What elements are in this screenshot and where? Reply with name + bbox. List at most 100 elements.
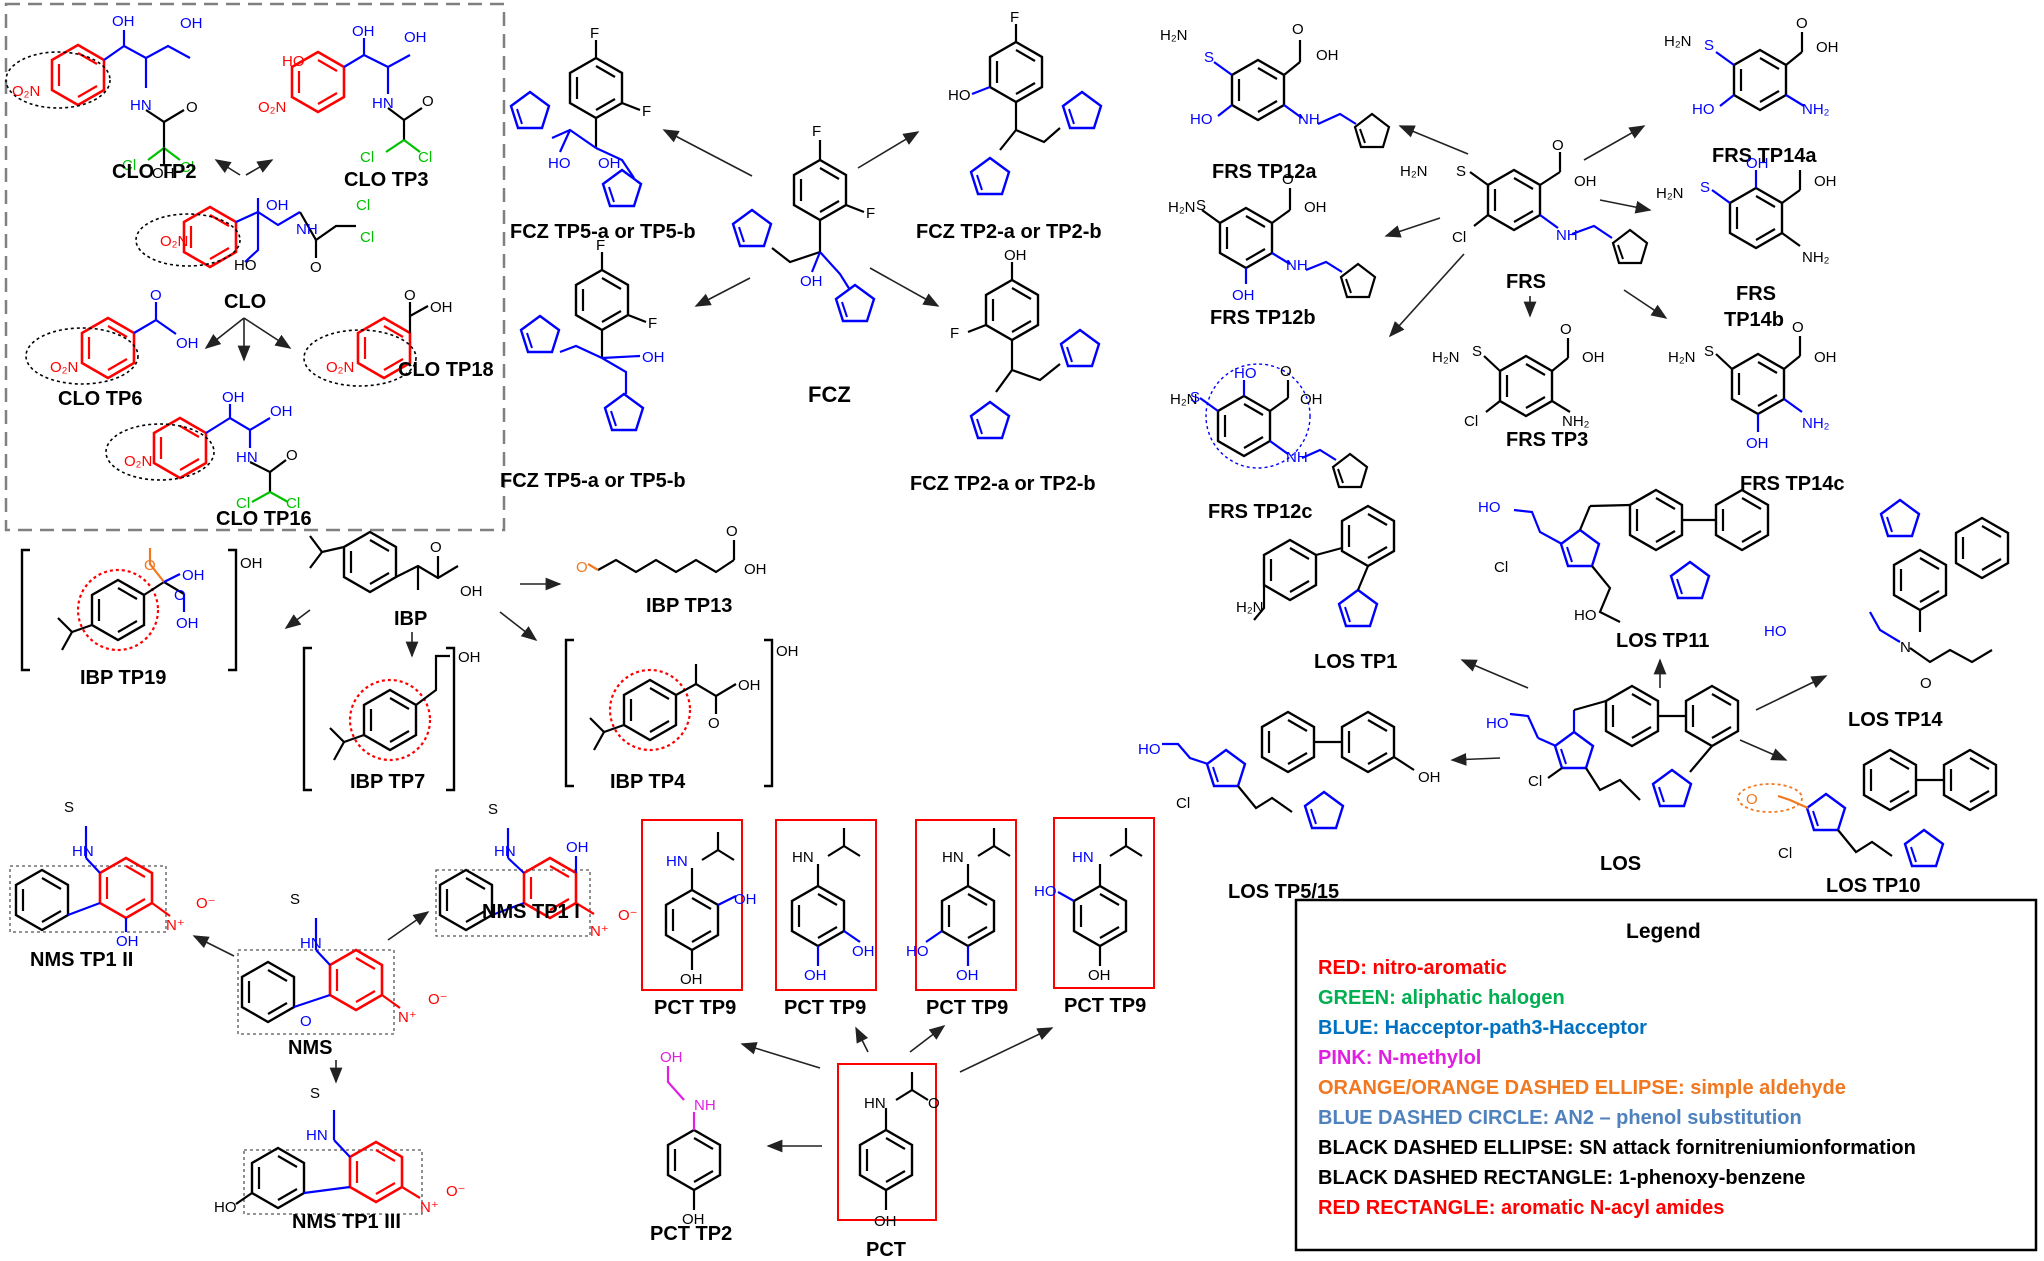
nms-tp1ii-oh: OH (116, 933, 139, 950)
label-fcz-tp2-bottom: FCZ TP2-a or TP2-b (910, 473, 1096, 495)
clo-tp18-oh: OH (430, 299, 453, 316)
nms-n: N⁺ (398, 1009, 417, 1026)
frs-tp12c-h2n: H₂N (1170, 391, 1198, 408)
clo-ho: HO (234, 257, 257, 274)
label-frs: FRS (1506, 271, 1546, 293)
label-frs-tp14a: FRS TP14a (1712, 145, 1817, 167)
frs-tp12a-ho: HO (1190, 111, 1213, 128)
frs-tp14b-h2n: H₂N (1656, 185, 1684, 202)
pct-tp9b-hn: HN (792, 849, 814, 866)
frs-tp12c-o: O (1280, 363, 1292, 380)
nms-ominus: O⁻ (428, 991, 448, 1008)
frs-tp14b-nh2: NH₂ (1802, 249, 1830, 266)
nms-hn: HN (300, 935, 322, 952)
label-ibp-tp13: IBP TP13 (646, 595, 732, 617)
frs-tp14a-nh2: NH₂ (1802, 101, 1830, 118)
frs-tp12c-oh: HO (1234, 365, 1257, 382)
clo-tp3-cl-2: Cl (418, 149, 432, 166)
los-tp11-cl: Cl (1494, 559, 1508, 576)
pct-tp9c-ho: HO (906, 943, 929, 960)
los-tp10-cl: Cl (1778, 845, 1792, 862)
clo-tp2-hn: HN (130, 97, 152, 114)
clo-tp16-oh-1: OH (222, 389, 245, 406)
fcz-tp5b-oh: OH (642, 349, 665, 366)
pct-hn: HN (864, 1095, 886, 1112)
frs-tp14a-s: S (1704, 37, 1714, 54)
pct-oh: OH (874, 1213, 897, 1230)
pct-tp9c-oh: OH (956, 967, 979, 984)
clo-cl-2: Cl (360, 229, 374, 246)
los-tp14-o: O (1920, 675, 1932, 692)
label-los-tp10: LOS TP10 (1826, 875, 1920, 897)
clo-tp3-oh-1: OH (352, 23, 375, 40)
nms-tp1iii-n: N⁺ (420, 1199, 439, 1216)
ibp-o: O (430, 539, 442, 556)
fcz-f-1: F (812, 123, 821, 140)
clo-tp18-o: O (404, 287, 416, 304)
fcz-tp2b-f: F (950, 325, 959, 342)
clo-tp3-o: O (422, 93, 434, 110)
label-frs-tp12b: FRS TP12b (1210, 307, 1316, 329)
frs-tp12b-s: S (1196, 197, 1206, 214)
los-tp10-o: O (1746, 791, 1758, 808)
los-tp1-structure (1253, 504, 1396, 628)
clo-tp18-structure (303, 302, 429, 387)
ibp-tp13-structure (587, 540, 736, 574)
legend-item: BLACK DASHED RECTANGLE: 1-phenoxy-benzen… (1318, 1167, 1805, 1189)
frs-tp14c-h2n: H₂N (1668, 349, 1696, 366)
ibp-tp19-oh2: OH (176, 615, 199, 632)
clo-tp2-cl-1: Cl (122, 157, 136, 174)
clo-tp2-oh-1: OH (112, 13, 135, 30)
fcz-tp5a-f2: F (642, 103, 651, 120)
clo-tp3-nitro: O₂N (258, 99, 286, 116)
clo-tp16-cl-1: Cl (236, 495, 250, 512)
clo-tp2-nitro-text: O₂N (12, 83, 40, 100)
los-tp14-ho: HO (1764, 623, 1787, 640)
ibp-tp13-o2: O (726, 523, 738, 540)
fcz-tp5a-oh: OH (598, 155, 621, 172)
label-frs-tp14c: FRS TP14c (1740, 473, 1844, 495)
pct-tp2-nh: NH (694, 1097, 716, 1114)
frs-tp3-cl: Cl (1464, 413, 1478, 430)
clo-tp2-oh-2: OH (180, 15, 203, 32)
clo-tp2-cl-2: Cl (180, 159, 194, 176)
frs-nh: NH (1556, 227, 1578, 244)
fcz-tp5-bottom-structure (519, 252, 647, 432)
pct-tp9-d-structure (1053, 817, 1155, 989)
frs-tp3-h2n: H₂N (1432, 349, 1460, 366)
los-ho: HO (1486, 715, 1509, 732)
clo-tp3-oh-2: OH (404, 29, 427, 46)
clo-tp6-nitro: O₂N (50, 359, 78, 376)
frs-cl: Cl (1452, 229, 1466, 246)
clo-tp2-oh-3: OH (152, 165, 175, 182)
frs-tp12c-structure (1199, 363, 1369, 489)
clo-tp16-o: O (286, 447, 298, 464)
nms-structure (237, 918, 401, 1035)
fcz-tp5b-f2: F (648, 315, 657, 332)
frs-h2n: H₂N (1400, 163, 1428, 180)
frs-tp12c-s: S (1190, 389, 1200, 406)
frs-tp14a-o: O (1796, 15, 1808, 32)
pct-tp9-b-structure (775, 819, 877, 991)
nms-tp1ii-n: N⁺ (166, 917, 185, 934)
fcz-f-2: F (866, 205, 875, 222)
label-clo: CLO (224, 291, 266, 313)
los-tp1-h2n: H₂N (1236, 599, 1264, 616)
pct-structure (837, 1063, 937, 1221)
label-ibp-tp19: IBP TP19 (80, 667, 166, 689)
nms-tp1iii-ominus: O⁻ (446, 1183, 466, 1200)
nms-tp1-ii-structure (9, 826, 171, 933)
nms-tp1i-oh: OH (566, 839, 589, 856)
frs-tp14c-nh2: NH₂ (1802, 415, 1830, 432)
nms-tp1iii-hn: HN (306, 1127, 328, 1144)
los-tp14-n: N (1900, 639, 1911, 656)
nms-tp1i-ominus: O⁻ (618, 907, 638, 924)
los-structure (1509, 684, 1740, 808)
label-fcz: FCZ (808, 382, 851, 407)
ibp-tp19-structure (20, 548, 238, 672)
frs-tp3-s: S (1472, 343, 1482, 360)
los-tp10-structure (1737, 748, 1998, 868)
pct-tp9b-oh: OH (852, 943, 875, 960)
frs-tp14a-structure (1715, 32, 1805, 112)
